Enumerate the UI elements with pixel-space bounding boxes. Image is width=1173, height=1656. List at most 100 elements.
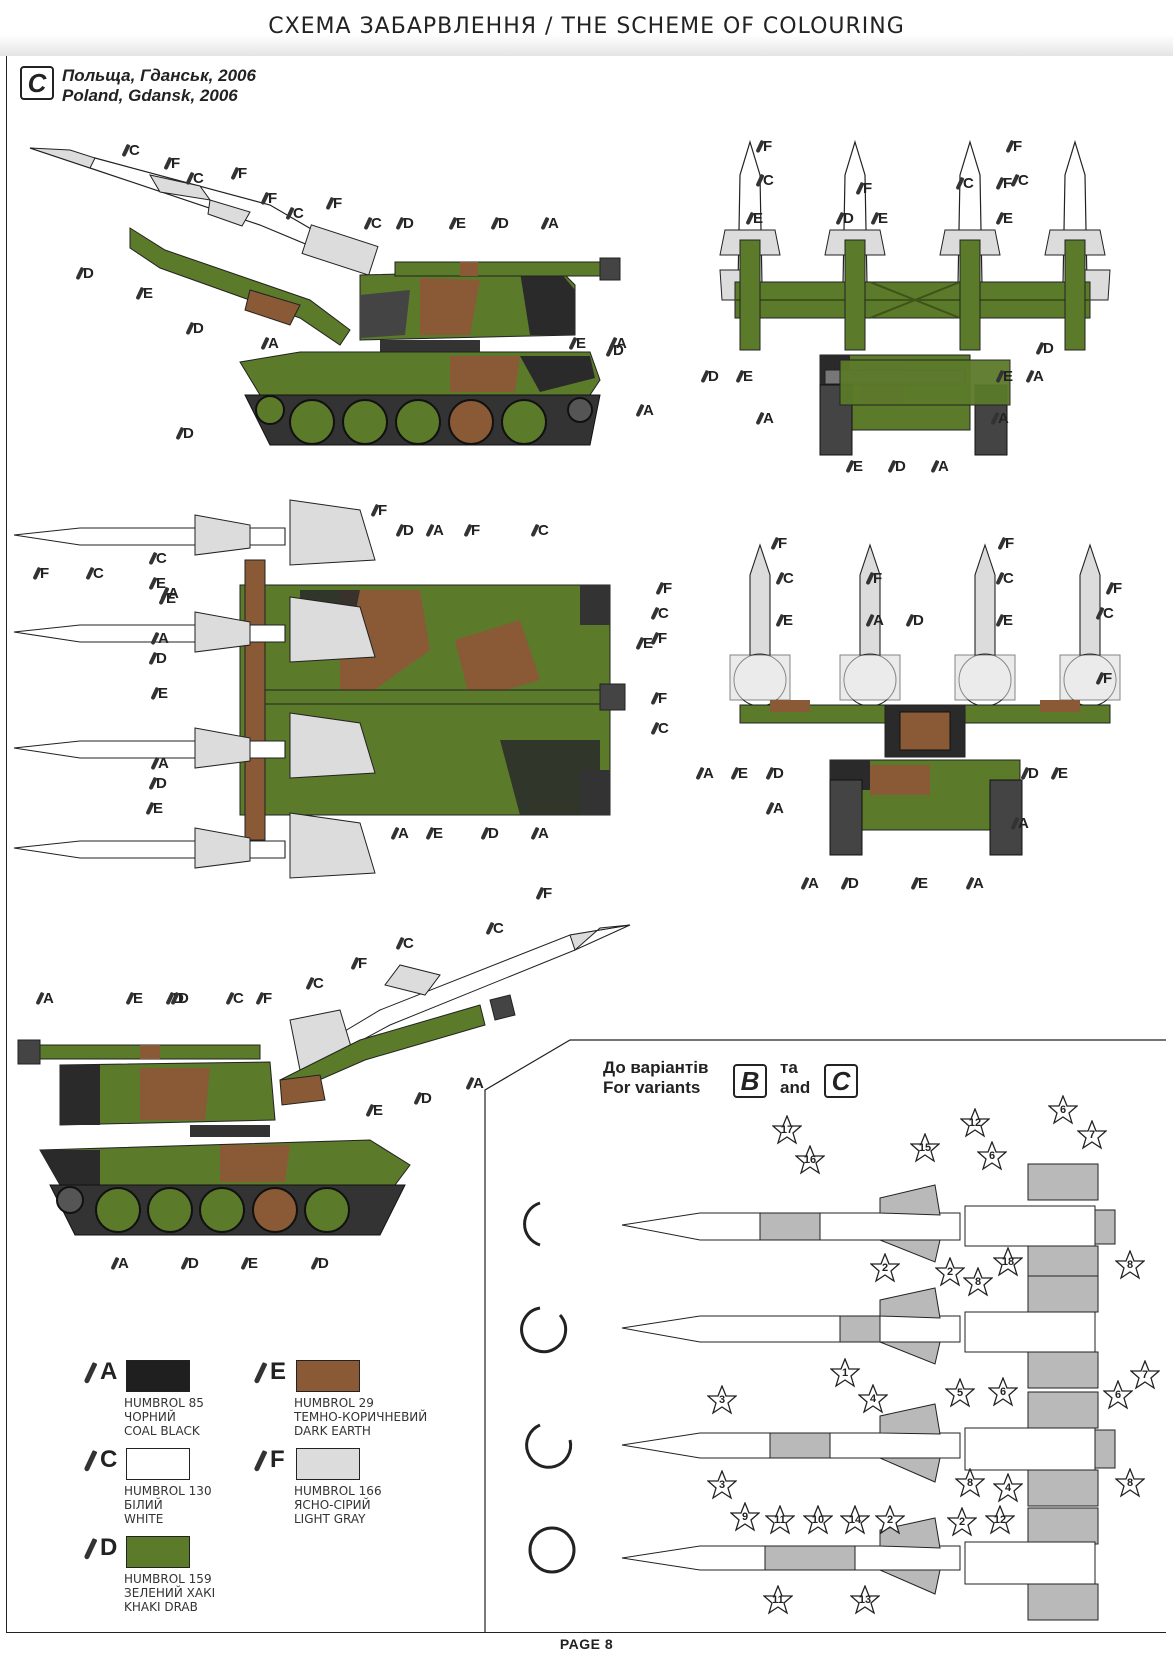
callout-front-top: E [745,210,763,227]
callout-letter: E [576,335,587,352]
variants-header-en: For variants [603,1078,701,1097]
variants-and: та and [780,1058,810,1098]
callout-letter: F [1113,580,1123,597]
callout-top-view: A [530,825,549,842]
callout-rear-view: C [650,720,669,737]
callout-front-top: A [755,410,774,427]
marking-star: 7 [1129,1359,1161,1390]
marking-star: 8 [1114,1467,1146,1498]
callout-rear-view: D [840,875,859,892]
callout-letter: C [1103,605,1114,622]
callout-top-view: F [32,565,49,582]
star-icon [992,1246,1024,1277]
callout-letter: F [471,522,481,539]
callout-rear-view: F [650,630,667,647]
marking-number: 17 [780,1124,794,1136]
header-bar [0,0,1173,56]
callout-letter: E [143,285,154,302]
callout-front-top: A [1025,368,1044,385]
legend-code: D [100,1534,118,1561]
callout-side-top: F [260,190,277,207]
callout-side-bottom: C [225,990,244,1007]
marking-number: 14 [848,1514,862,1526]
callout-top-view: A [160,585,179,602]
callout-letter: C [538,522,549,539]
callout-side-bottom: D [170,990,189,1007]
callout-side-top: F [325,195,342,212]
callout-letter: D [318,1255,329,1272]
callout-side-bottom: E [365,1102,384,1119]
callout-letter: C [658,720,669,737]
star-icon [1129,1359,1161,1390]
callout-rear-view: A [865,612,884,629]
callout-letter: F [1013,138,1023,155]
callout-front-top: F [755,138,772,155]
callout-rear-view: F [770,535,787,552]
front-view-top [719,139,1111,456]
callout-side-bottom: C [485,920,504,937]
star-icon [976,1140,1008,1171]
callout-top-view: E [425,825,443,842]
callout-letter: D [193,320,204,337]
callout-side-top: D [185,320,204,337]
star-icon [706,1384,738,1415]
callout-front-top: C [955,175,974,192]
callout-letter: D [188,1255,199,1272]
callout-letter: D [613,342,624,359]
callout-letter: C [313,975,324,992]
marking-star: 14 [839,1504,871,1535]
callout-rear-view: F [865,570,883,587]
callout-letter: D [498,215,509,232]
callout-letter: D [848,875,859,892]
callout-letter: F [863,180,873,197]
callout-side-top: A [635,402,654,419]
callout-front-top: D [1035,340,1054,357]
callout-front-top: C [1010,172,1029,189]
callout-rear-view: C [995,570,1014,587]
legend-brand: HUMBROL 159 [124,1572,212,1586]
marking-number: 10 [811,1514,825,1526]
star-icon [706,1469,738,1500]
callout-rear-view: E [995,612,1014,629]
marking-number: 8 [1126,1259,1134,1271]
rear-view [729,543,1121,856]
callout-top-view: C [530,522,549,539]
callout-letter: A [548,215,559,232]
callout-letter: C [403,935,414,952]
variants-badge-c: C [824,1064,858,1098]
marking-star: 12 [959,1107,991,1138]
star-icon [839,1504,871,1535]
callout-rear-view: F [650,690,667,707]
callout-letter: F [873,570,883,587]
callout-top-view: E [145,800,163,817]
legend-brand: HUMBROL 130 [124,1484,212,1498]
marking-star: 8 [962,1266,994,1297]
marking-star: 11 [762,1584,794,1615]
callout-letter: D [156,775,167,792]
callout-letter: E [643,635,654,652]
callout-rear-view: D [765,765,784,782]
callout-front-top: D [700,368,719,385]
legend-name-ua: ТЕМНО-КОРИЧНЕВИЙ [294,1410,428,1424]
callout-side-bottom: E [240,1255,258,1272]
variants-header-ua: До варіантів [603,1058,709,1077]
callout-letter: E [1003,612,1014,629]
variants-badge-b: B [733,1064,767,1098]
legend-name-ua: ЧОРНИЙ [124,1410,176,1424]
callout-letter: D [403,215,414,232]
callout-letter: F [1005,535,1015,552]
callout-letter: F [263,990,273,1007]
callout-letter: E [373,1102,384,1119]
callout-top-view: C [148,550,167,567]
callout-letter: D [843,210,854,227]
marking-star: 16 [794,1144,826,1175]
callout-side-bottom: A [465,1075,484,1092]
callout-letter: A [1033,368,1044,385]
legend-name-en: WHITE [124,1512,164,1526]
callout-letter: E [918,875,929,892]
marking-number: 16 [803,1154,817,1166]
star-icon [984,1504,1016,1535]
